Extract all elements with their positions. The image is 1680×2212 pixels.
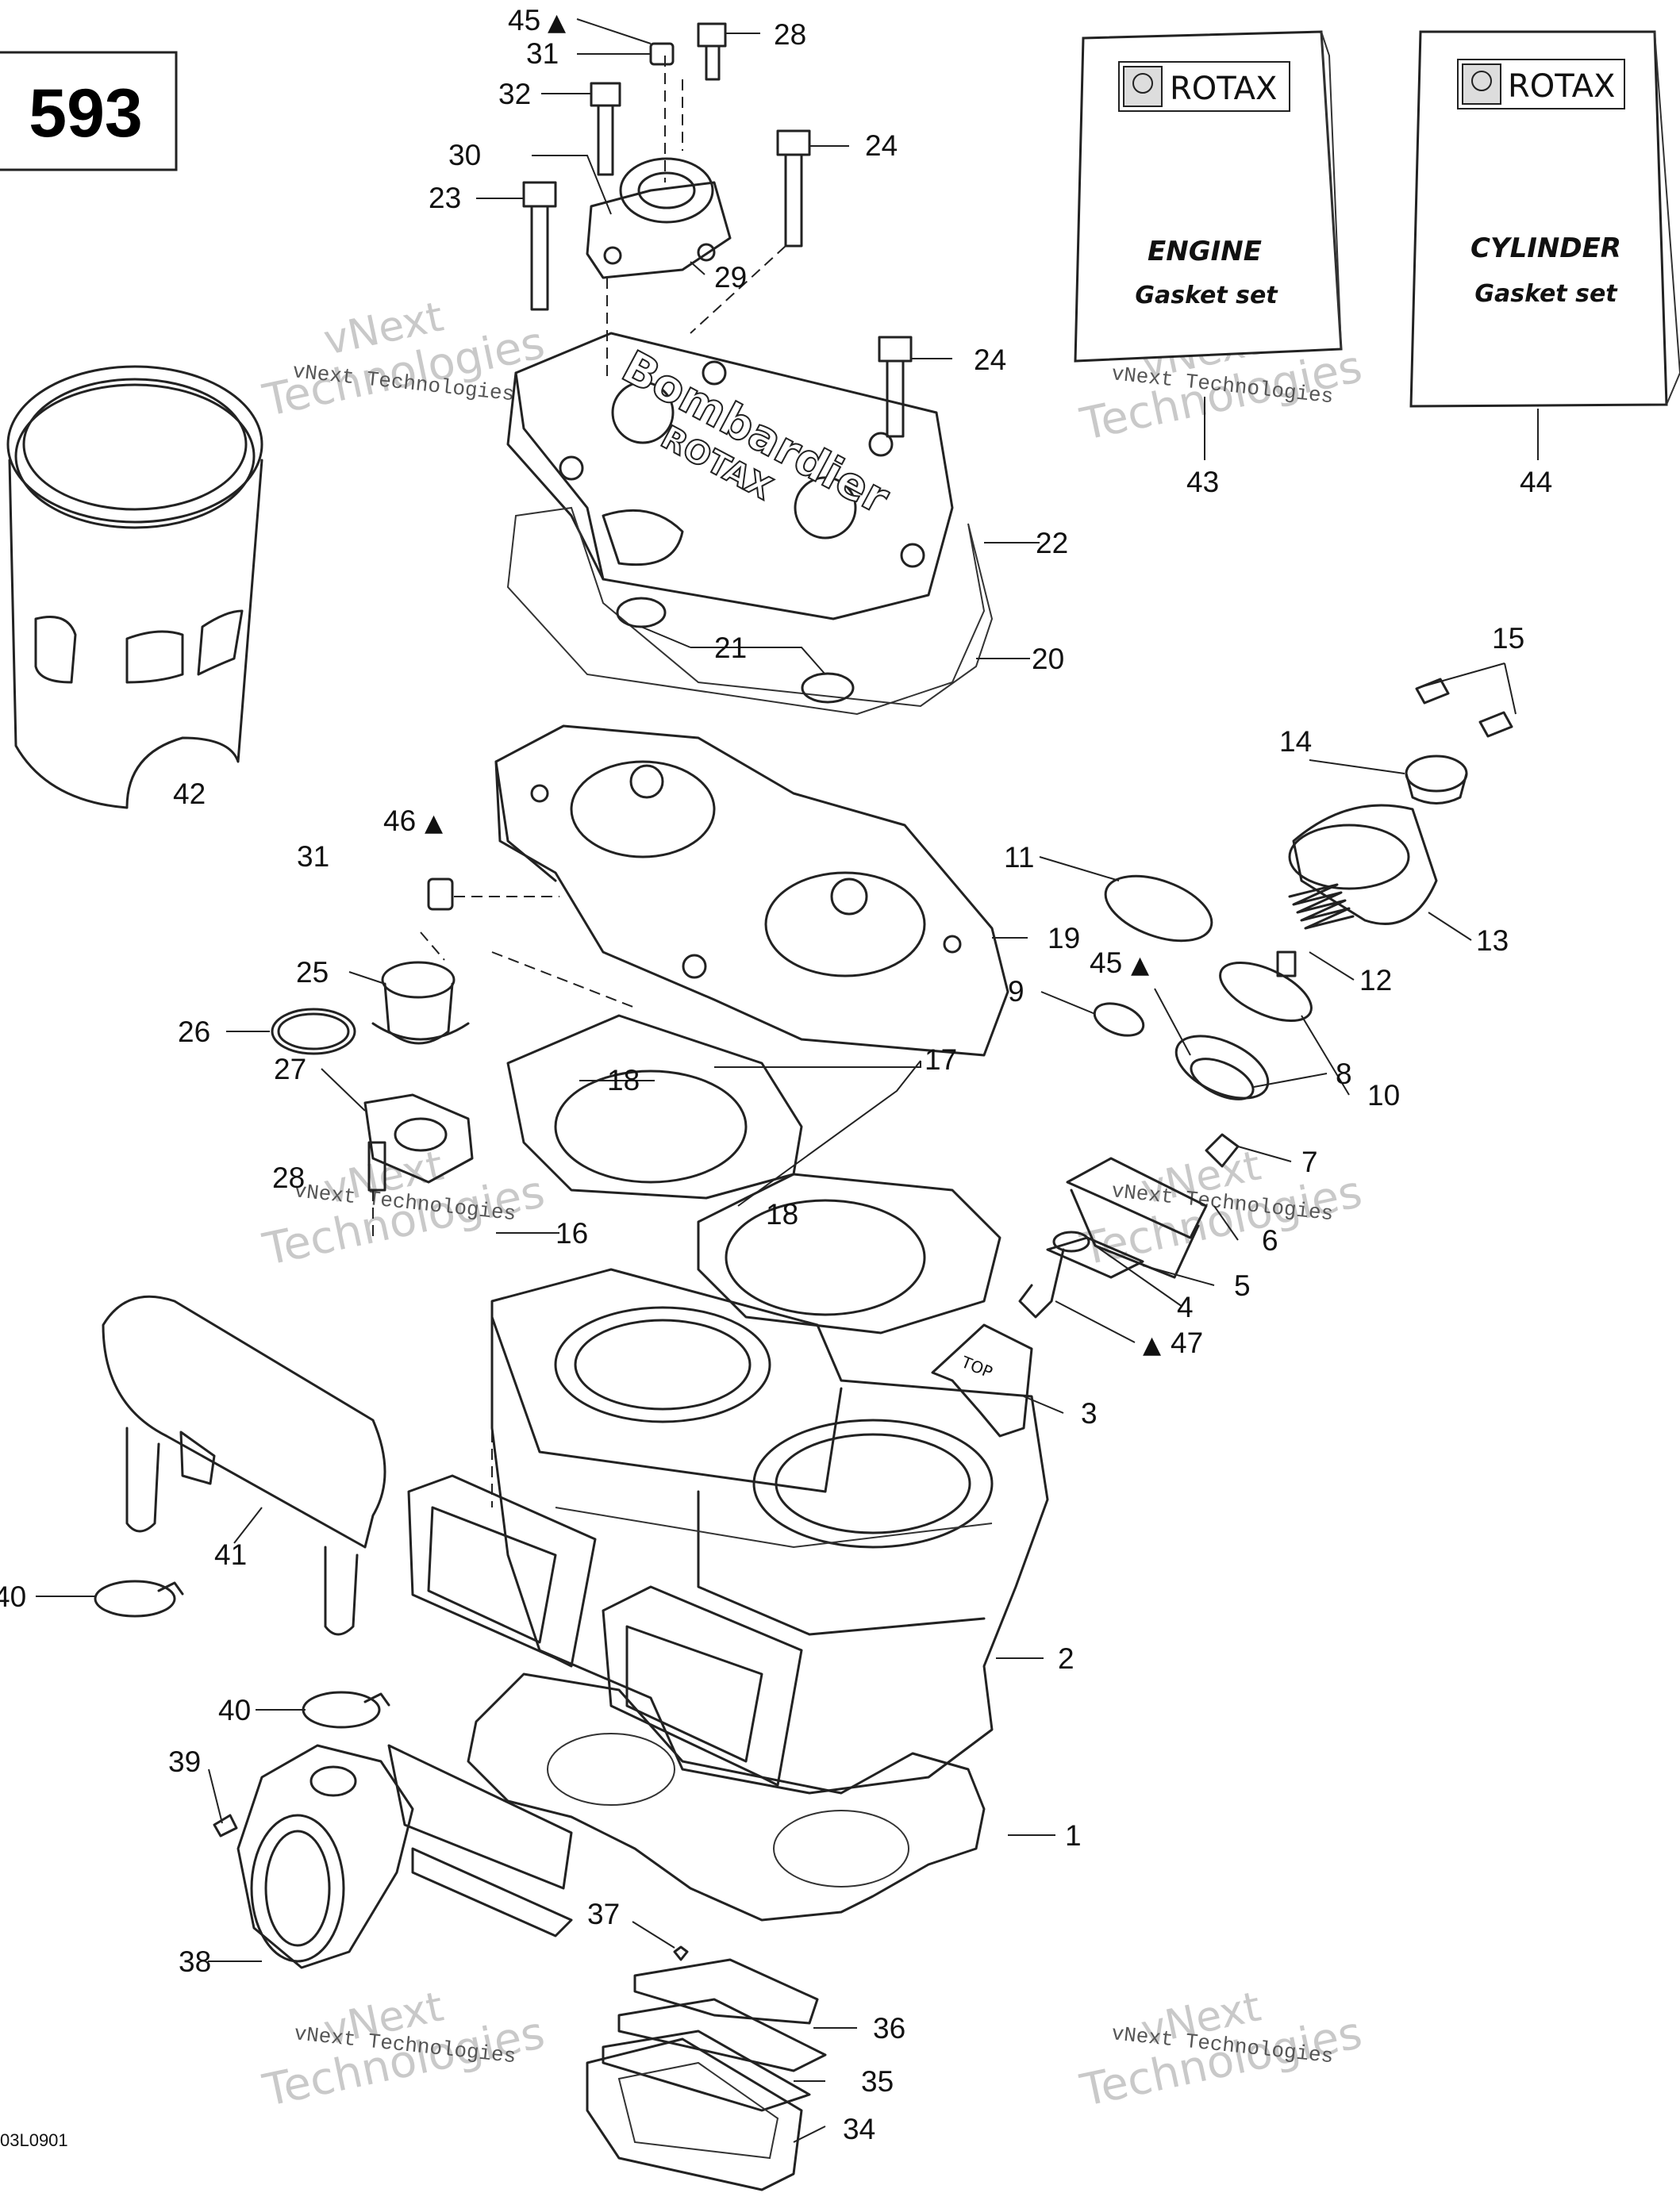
callout-6: 6 [1262,1224,1278,1257]
callout-labels: 45 ▲ 31 28 32 30 24 23 29 24 22 21 20 15… [0,4,1552,2145]
cylinder-head [494,724,1009,1057]
o-ring [801,672,855,704]
callout-38: 38 [179,1945,211,1978]
cylinder-head-cover: Bombardier ROTAX [506,332,954,620]
water-outlet-elbow [586,157,732,279]
callout-41: 41 [214,1538,247,1571]
callout-32: 32 [498,78,531,110]
callout-1: 1 [1065,1819,1082,1852]
base-gasket-bore [773,1810,909,1887]
callout-25: 25 [296,956,329,989]
assembly-dash-lines [372,56,786,1507]
callout-37: 37 [587,1898,620,1930]
callout-43: 43 [1186,466,1219,498]
callout-21: 21 [714,632,747,664]
callout-17: 17 [925,1043,957,1076]
callout-31: 31 [297,840,329,873]
oil-drop-icon: ▲ [1131,951,1149,979]
callout-26: 26 [178,1016,210,1048]
booklet-title: ENGINE [1148,236,1262,267]
callout-45: 45 [1090,947,1122,979]
rave-valve-assembly: TOP [931,678,1513,1438]
reed-block-parts [586,1945,827,2191]
callout-34: 34 [843,2113,875,2145]
callout-2: 2 [1058,1642,1075,1675]
callout-16: 16 [556,1217,588,1250]
callout-22: 22 [1036,527,1068,559]
head-cover-gasket [506,506,994,716]
callout-40: 40 [0,1580,26,1613]
booklet-brand: ROTAX [1508,68,1615,105]
callout-18: 18 [766,1198,798,1231]
callout-7: 7 [1301,1146,1318,1178]
callout-42: 42 [173,778,206,810]
exhaust-manifold [102,1295,386,1636]
booklet-title: CYLINDER [1470,232,1621,264]
callout-40: 40 [218,1694,251,1726]
cylinder-sleeve [6,365,263,809]
callout-8: 8 [1336,1058,1352,1090]
callout-47: 47 [1171,1327,1203,1359]
callout-44: 44 [1520,466,1552,498]
callout-28: 28 [774,18,806,51]
callout-12: 12 [1359,964,1392,997]
callout-28: 28 [272,1162,305,1194]
page-number-box: 593 [0,51,178,171]
callout-15: 15 [1492,622,1524,655]
intake-adaptor [213,1744,573,1969]
oil-drop-icon: ▲ [425,809,443,837]
callout-19: 19 [1048,922,1080,954]
leader-lines [36,18,1517,2143]
callout-18: 18 [607,1064,640,1096]
cylinder-head-gaskets [506,1014,1001,1334]
callout-10: 10 [1367,1079,1400,1112]
thermostat-parts [271,961,474,1192]
callout-29: 29 [714,261,747,294]
callout-9: 9 [1008,975,1025,1008]
callout-24: 24 [865,129,898,162]
callout-13: 13 [1476,924,1509,957]
callout-20: 20 [1032,643,1064,675]
callout-39: 39 [168,1745,201,1778]
callout-36: 36 [873,2012,905,2045]
callout-27: 27 [274,1053,306,1085]
callout-5: 5 [1234,1269,1251,1302]
callout-11: 11 [1004,841,1034,874]
page-number: 593 [29,75,143,152]
rotax-gear-icon [1132,73,1153,94]
callout-35: 35 [861,2065,894,2098]
cylinder-block [490,1268,1049,1795]
callout-4: 4 [1177,1291,1194,1323]
callout-31: 31 [526,37,559,70]
callout-46: 46 [383,805,416,837]
cylinder-base-gasket [467,1672,986,1922]
figure-code: 03L0901 [0,2130,68,2150]
callout-23: 23 [429,182,461,214]
callout-30: 30 [448,139,481,171]
reed-valve-intakes [407,1474,803,1787]
cylinder-gasket-set-booklet: ROTAX CYLINDER Gasket set [1409,30,1680,408]
callout-14: 14 [1279,725,1312,758]
oil-drop-icon: ▲ [1143,1331,1161,1359]
booklet-subtitle: Gasket set [1135,282,1278,309]
bolts-top [522,22,913,438]
base-gasket-bore [547,1733,675,1806]
booklet-subtitle: Gasket set [1474,280,1618,308]
set-screw [427,878,454,911]
oil-drop-icon: ▲ [548,9,566,36]
callout-24: 24 [974,344,1006,376]
callout-45: 45 [508,4,540,36]
callout-3: 3 [1081,1397,1098,1430]
engine-gasket-set-booklet: ROTAX ENGINE Gasket set [1074,30,1343,363]
booklet-brand: ROTAX [1170,71,1277,107]
watermarks: vNext Technologies vNext Technologies vN… [258,294,1366,2118]
o-ring [616,597,667,628]
valve-top-stamp: TOP [958,1352,995,1382]
rotax-gear-icon [1471,71,1492,91]
